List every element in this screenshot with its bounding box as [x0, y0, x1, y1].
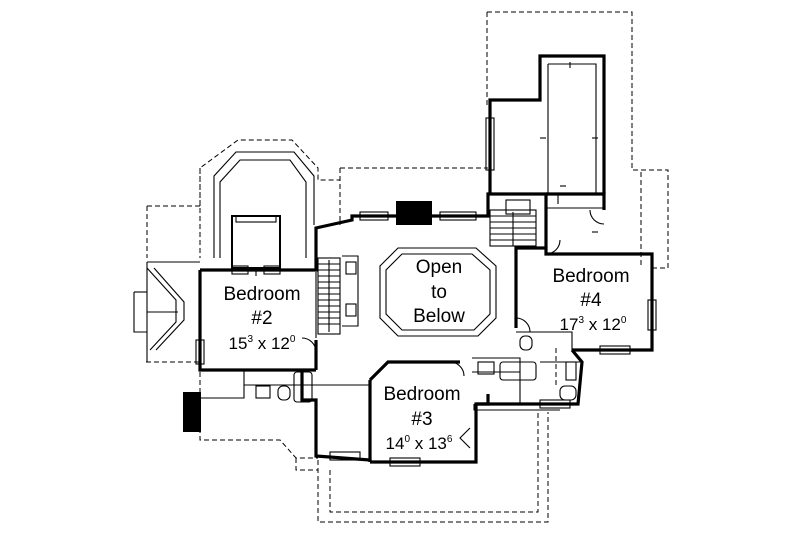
bedroom-2-size: 153 x 120 — [229, 334, 296, 353]
staircase-right — [489, 199, 537, 247]
bedroom-3-label: Bedroom #3 140 x 136 — [383, 384, 460, 453]
bedroom-3-number: #3 — [411, 409, 432, 430]
bedroom-2-name: Bedroom — [223, 284, 300, 305]
staircase-left — [317, 257, 357, 335]
roof-gable-left — [133, 261, 200, 362]
bath-fixtures — [255, 335, 577, 403]
bay-window — [213, 151, 315, 269]
bedroom-4-size: 173 x 120 — [560, 315, 627, 334]
bedroom-3-name: Bedroom — [383, 384, 460, 405]
exterior-walls — [198, 54, 654, 464]
windows — [195, 117, 657, 467]
roof-arrows — [255, 62, 598, 276]
open-label-line1: Open — [416, 257, 462, 278]
door-swings — [301, 209, 605, 449]
bedroom-3-size: 140 x 136 — [386, 434, 453, 453]
open-label-line2: to — [431, 282, 447, 303]
open-to-below-opening — [379, 247, 497, 337]
interior-walls — [200, 63, 604, 411]
open-label-line3: Below — [413, 306, 465, 327]
roof-outline — [146, 11, 669, 523]
bedroom-4-name: Bedroom — [552, 266, 629, 287]
chimney — [183, 392, 201, 432]
open-to-below-label: Open to Below — [413, 257, 465, 327]
bedroom-4-label: Bedroom #4 173 x 120 — [552, 266, 629, 334]
bedroom-4-number: #4 — [580, 290, 602, 311]
bedroom-2-number: #2 — [251, 308, 272, 329]
bedroom-2-label: Bedroom #2 153 x 120 — [223, 284, 300, 353]
fireplace — [396, 201, 432, 225]
